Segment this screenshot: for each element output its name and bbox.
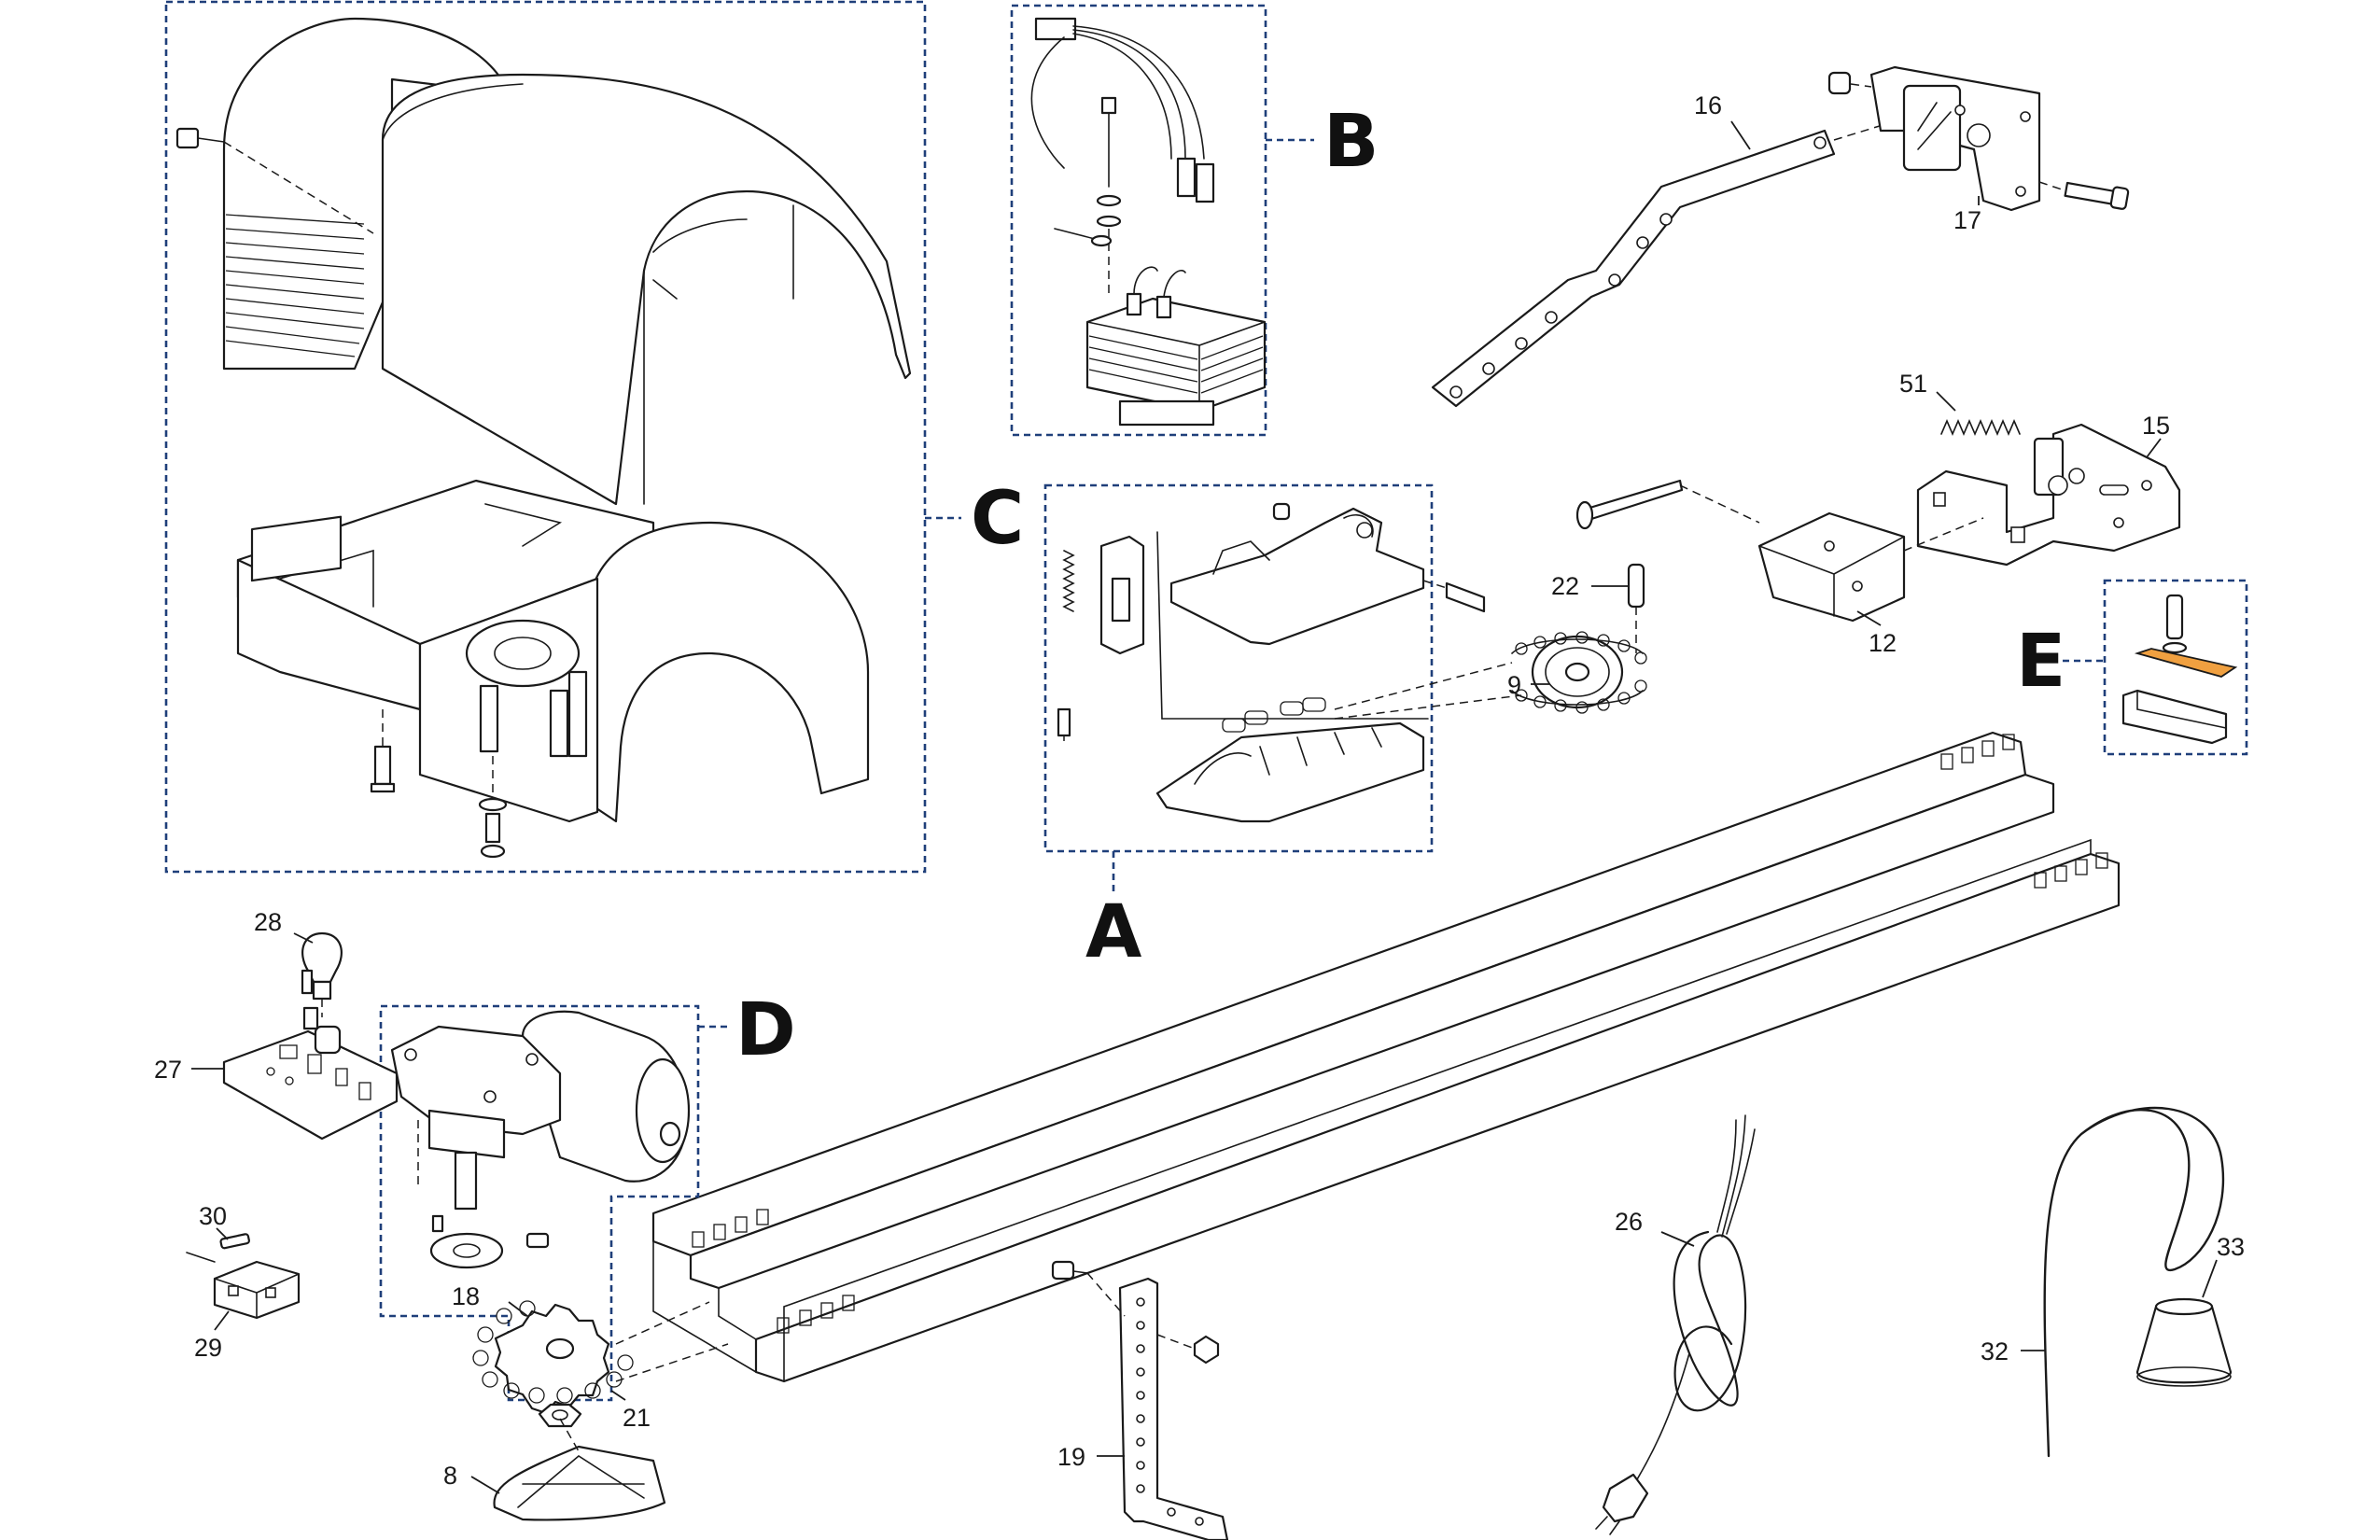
base-plate-8 — [493, 1418, 666, 1521]
fuse-30 — [219, 1233, 250, 1250]
control-board-27 — [222, 1006, 399, 1141]
part-16-label: 16 — [1694, 91, 1722, 119]
part-8-label: 8 — [443, 1462, 457, 1490]
pulley-9 — [1511, 631, 1647, 714]
part-22-label: 22 — [1551, 572, 1579, 600]
part-51-label: 51 — [1899, 370, 1927, 398]
base-screws — [370, 709, 508, 859]
cover-screw — [175, 127, 374, 234]
part-12-label: 12 — [1869, 629, 1897, 657]
group-e-pad: E — [2016, 579, 2248, 756]
group-c-housing: C — [164, 0, 1024, 874]
knob-33 — [2135, 1297, 2233, 1387]
part-17-label: 17 — [1953, 206, 1981, 234]
group-a-box — [1043, 483, 1434, 853]
group-e-label: E — [2016, 620, 2065, 704]
hanger-strap-19 — [1051, 1260, 1229, 1540]
group-b-box — [1010, 4, 1267, 437]
group-b-label: B — [1323, 100, 1379, 184]
group-d-label: D — [735, 988, 796, 1072]
part-18-label: 18 — [452, 1282, 480, 1310]
group-a-label: A — [1085, 890, 1141, 974]
door-arm-assembly — [1431, 65, 2130, 408]
part-19-label: 19 — [1057, 1443, 1085, 1471]
guide-rail — [651, 731, 2121, 1383]
group-c-label: C — [971, 477, 1024, 561]
part-33-label: 33 — [2217, 1233, 2245, 1261]
part-32-label: 32 — [1981, 1337, 2009, 1365]
power-cord-26 — [1595, 1114, 1756, 1535]
terminal-block-29 — [186, 1252, 301, 1320]
part-28-label: 28 — [254, 908, 282, 936]
group-d-box — [379, 1004, 700, 1402]
orange-pad-part — [2134, 648, 2238, 678]
part-26-label: 26 — [1615, 1208, 1643, 1236]
group-e-box — [2103, 579, 2248, 756]
group-b-transformer: B — [1010, 4, 1379, 437]
part-21-label: 21 — [623, 1404, 651, 1432]
bulb-28 — [301, 931, 343, 1017]
part-15-label: 15 — [2142, 412, 2170, 440]
sprocket-18 — [472, 1300, 729, 1415]
part-29-label: 29 — [194, 1334, 222, 1362]
front-bracket-assembly — [1511, 418, 2181, 714]
group-d-motor: D — [379, 988, 796, 1428]
callout-leaders — [191, 120, 2218, 1494]
cable-32 — [2043, 1106, 2225, 1458]
group-c-box — [164, 0, 927, 874]
part-9-label: 9 — [1507, 671, 1521, 699]
part-27-label: 27 — [154, 1056, 182, 1084]
group-a-trolley: A — [1043, 483, 1522, 974]
part-30-label: 30 — [199, 1202, 227, 1230]
